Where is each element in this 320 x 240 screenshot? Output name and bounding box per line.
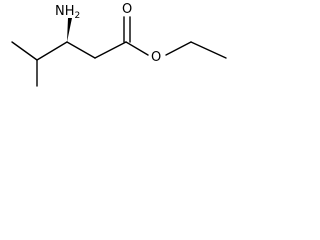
amine-subscript: 2 bbox=[75, 11, 81, 21]
molecule-structure: NH2 O O bbox=[11, 2, 227, 87]
amine-h: H bbox=[65, 4, 75, 19]
bond-ch2-ch3 bbox=[190, 41, 227, 59]
bond-c2-c1 bbox=[94, 41, 127, 59]
ester-oxygen-label: O bbox=[151, 50, 161, 65]
amine-label: NH2 bbox=[55, 4, 80, 21]
bond-c1-o bbox=[125, 41, 149, 56]
atom-labels: NH2 O O bbox=[55, 2, 161, 65]
amine-n: N bbox=[55, 4, 65, 19]
bond-c3-c2 bbox=[66, 41, 96, 59]
stereo-wedge bbox=[67, 18, 72, 42]
bonds bbox=[11, 16, 227, 87]
carbonyl-oxygen-label: O bbox=[122, 2, 132, 17]
bond-methyl-upper bbox=[11, 41, 38, 61]
bond-o-ch2 bbox=[165, 41, 192, 56]
bond-isopropyl-c3 bbox=[36, 41, 68, 61]
